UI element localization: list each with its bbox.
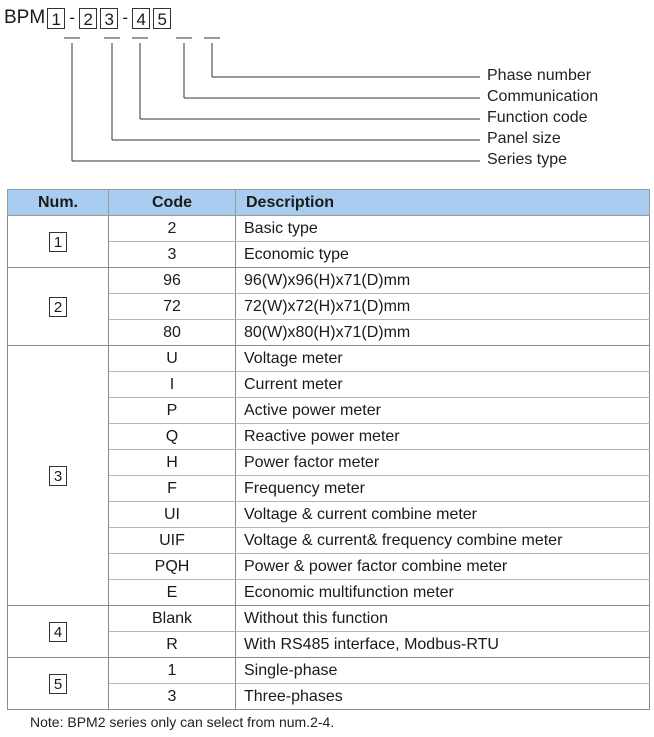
description-cell: Voltage & current& frequency combine met… xyxy=(235,527,650,554)
header-description: Description xyxy=(235,189,650,216)
num-box: 3 xyxy=(49,465,67,486)
legend-communication: Communication xyxy=(487,88,599,105)
description-cell: Economic type xyxy=(235,241,650,268)
table-row: E Economic multifunction meter xyxy=(8,579,650,606)
table-row: 4 Blank Without this function xyxy=(7,605,650,658)
separator-dash: - xyxy=(69,8,76,27)
description-cell: Voltage & current combine meter xyxy=(235,501,650,528)
code-cell: 96 xyxy=(108,267,236,294)
code-cell: R xyxy=(108,631,236,658)
code-cell: I xyxy=(108,371,236,398)
description-cell: Without this function xyxy=(235,605,650,632)
table-header-row: Num. Code Description xyxy=(7,189,650,216)
table-row: 5 1 Single-phase xyxy=(7,657,650,710)
code-cell: 3 xyxy=(108,241,236,268)
description-cell: Single-phase xyxy=(235,657,650,684)
code-cell: 1 xyxy=(108,657,236,684)
table-row: 2 96 96(W)x96(H)x71(D)mm xyxy=(7,267,650,346)
table-row: 3 Economic type xyxy=(8,241,650,268)
description-cell: 72(W)x72(H)x71(D)mm xyxy=(235,293,650,320)
description-cell: Active power meter xyxy=(235,397,650,424)
code-cell: PQH xyxy=(108,553,236,580)
code-cell: Blank xyxy=(108,605,236,632)
table-row: H Power factor meter xyxy=(8,449,650,476)
description-cell: Economic multifunction meter xyxy=(235,579,650,606)
description-cell: Power factor meter xyxy=(235,449,650,476)
table-row: Q Reactive power meter xyxy=(8,423,650,450)
description-cell: Frequency meter xyxy=(235,475,650,502)
footnote: Note: BPM2 series only can select from n… xyxy=(30,714,335,730)
code-cell: UI xyxy=(108,501,236,528)
table-row: 1 2 Basic type xyxy=(7,215,650,268)
table-row: 80 80(W)x80(H)x71(D)mm xyxy=(8,319,650,346)
description-cell: With RS485 interface, Modbus-RTU xyxy=(235,631,650,658)
num-box: 4 xyxy=(49,621,67,642)
num-cell: 1 xyxy=(7,215,109,268)
table-row: 72 72(W)x72(H)x71(D)mm xyxy=(8,293,650,320)
slot-4-box: 4 xyxy=(132,7,151,29)
code-cell: 3 xyxy=(108,683,236,710)
description-cell: 80(W)x80(H)x71(D)mm xyxy=(235,319,650,346)
header-code: Code xyxy=(108,189,236,216)
description-cell: Power & power factor combine meter xyxy=(235,553,650,580)
slot-1-box: 1 xyxy=(47,7,66,29)
description-cell: Basic type xyxy=(235,215,650,242)
header-num: Num. xyxy=(7,189,109,216)
separator-dash: - xyxy=(122,8,129,27)
legend-panel-size: Panel size xyxy=(487,130,561,147)
table-row: R With RS485 interface, Modbus-RTU xyxy=(8,631,650,658)
description-cell: Voltage meter xyxy=(235,345,650,372)
slot-5-box: 5 xyxy=(153,7,172,29)
slot-3-box: 3 xyxy=(100,7,119,29)
num-cell: 4 xyxy=(7,605,109,658)
code-cell: F xyxy=(108,475,236,502)
num-box: 1 xyxy=(49,231,67,252)
description-cell: Three-phases xyxy=(235,683,650,710)
code-table: Num. Code Description 1 2 Basic type 3 E… xyxy=(7,189,650,710)
code-cell: U xyxy=(108,345,236,372)
num-cell: 5 xyxy=(7,657,109,710)
table-row: 3 U Voltage meter xyxy=(7,345,650,606)
code-cell: E xyxy=(108,579,236,606)
code-cell: 72 xyxy=(108,293,236,320)
legend-series-type: Series type xyxy=(487,151,568,168)
code-cell: 80 xyxy=(108,319,236,346)
table-row: I Current meter xyxy=(8,371,650,398)
model-prefix: BPM xyxy=(4,7,46,28)
table-row: UIF Voltage & current& frequency combine… xyxy=(8,527,650,554)
code-cell: 2 xyxy=(108,215,236,242)
code-cell: Q xyxy=(108,423,236,450)
legend-phase-number: Phase number xyxy=(487,67,592,84)
table-row: F Frequency meter xyxy=(8,475,650,502)
description-cell: Reactive power meter xyxy=(235,423,650,450)
table-row: 3 Three-phases xyxy=(8,683,650,710)
num-cell: 2 xyxy=(7,267,109,346)
leader-lines xyxy=(64,37,480,162)
table-row: PQH Power & power factor combine meter xyxy=(8,553,650,580)
code-cell: P xyxy=(108,397,236,424)
description-cell: 96(W)x96(H)x71(D)mm xyxy=(235,267,650,294)
legend-function-code: Function code xyxy=(487,109,588,126)
table-row: P Active power meter xyxy=(8,397,650,424)
model-code: BPM 1 - 2 3 - 4 5 xyxy=(4,5,172,31)
description-cell: Current meter xyxy=(235,371,650,398)
slot-2-box: 2 xyxy=(79,7,98,29)
table-row: UI Voltage & current combine meter xyxy=(8,501,650,528)
code-cell: UIF xyxy=(108,527,236,554)
num-box: 2 xyxy=(49,296,67,317)
code-cell: H xyxy=(108,449,236,476)
num-box: 5 xyxy=(49,673,67,694)
num-cell: 3 xyxy=(7,345,109,606)
